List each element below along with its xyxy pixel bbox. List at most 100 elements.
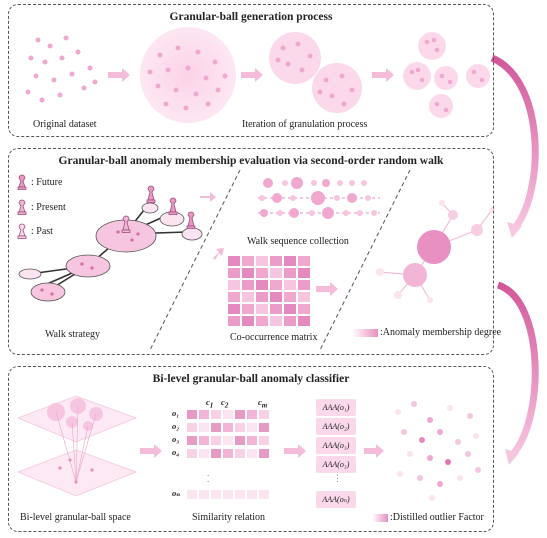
legend-dof: :Distilled outlier Factor	[372, 512, 484, 523]
matrix-cell	[284, 268, 296, 278]
matrix-cell	[270, 256, 282, 266]
divider-1	[149, 169, 241, 351]
chess-piece-icons	[17, 174, 196, 239]
col-header-c1: c1	[206, 397, 214, 410]
dof-points	[395, 401, 481, 501]
legend-membership: :Anomaly membership degree	[352, 327, 501, 338]
similarity-matrix	[187, 410, 269, 499]
dof-point	[455, 439, 461, 445]
dof-point	[429, 495, 435, 501]
similarity-cell	[187, 436, 197, 445]
legend-present: : Present	[31, 202, 66, 213]
matrix-cell	[228, 292, 240, 302]
label-similarity: Similarity relation	[192, 512, 266, 523]
original-dataset-points	[25, 35, 98, 103]
legend-future: : Future	[31, 177, 63, 188]
matrix-cell	[284, 292, 296, 302]
dof-point	[427, 417, 433, 423]
similarity-cell	[223, 436, 233, 445]
walk-sequences	[258, 177, 380, 219]
gradient-chip	[352, 328, 378, 337]
similarity-cell	[211, 410, 221, 419]
dof-point	[395, 409, 401, 415]
similarity-cell	[199, 410, 209, 419]
aaa-box-1: AAA(o₁)	[316, 399, 356, 416]
label-original-dataset: Original dataset	[33, 119, 97, 130]
row-label-o2: o₂	[172, 421, 180, 431]
dof-point	[401, 429, 407, 435]
membership-graph	[376, 200, 495, 303]
bi-level-space	[16, 395, 138, 497]
similarity-cell	[223, 490, 233, 499]
connector-arc-1	[490, 54, 539, 231]
similarity-cell	[247, 490, 257, 499]
dof-point	[465, 451, 471, 457]
arrow-3	[372, 68, 394, 82]
matrix-cell	[242, 280, 254, 290]
arrow-to-similarity	[140, 444, 162, 458]
label-iteration: Iteration of granulation process	[242, 119, 368, 130]
final-granular-balls	[403, 32, 490, 118]
dof-point	[411, 401, 417, 407]
matrix-cell	[298, 304, 310, 314]
aaa-box-n: AAA(oₙ)	[316, 491, 356, 508]
panel-generation: Granular-ball generation process	[8, 4, 494, 137]
similarity-cell	[187, 410, 197, 419]
dof-point	[475, 467, 481, 473]
aaa-box-3: AAA(o₃)	[316, 437, 356, 454]
similarity-cell	[235, 423, 245, 432]
label-dof: :Distilled outlier Factor	[390, 512, 484, 523]
matrix-cell	[298, 256, 310, 266]
single-granular-ball	[140, 27, 236, 123]
matrix-cell	[256, 280, 268, 290]
matrix-cell	[242, 268, 254, 278]
dof-point	[447, 405, 453, 411]
similarity-cell	[187, 490, 197, 499]
label-walk-strategy: Walk strategy	[45, 329, 101, 340]
similarity-cell	[259, 410, 269, 419]
dof-point	[397, 471, 403, 477]
similarity-cell	[247, 410, 257, 419]
panel-title-membership: Granular-ball anomaly membership evaluat…	[58, 155, 444, 167]
similarity-cell	[259, 449, 269, 458]
row-label-on: oₙ	[172, 488, 181, 498]
similarity-cell	[235, 410, 245, 419]
panel-title-generation: Granular-ball generation process	[169, 11, 333, 23]
matrix-cell	[270, 268, 282, 278]
row-label-o4: o₄	[172, 447, 180, 457]
matrix-cell	[270, 316, 282, 326]
label-bi-level-space: Bi-level granular-ball space	[20, 512, 131, 523]
matrix-cell	[298, 316, 310, 326]
similarity-cell	[235, 449, 245, 458]
dof-point	[419, 437, 425, 443]
matrix-cell	[284, 256, 296, 266]
arrow-to-matrix	[213, 248, 224, 260]
matrix-cell	[256, 304, 268, 314]
svg-text:.: .	[207, 468, 209, 478]
aaa-box-2: AAA(o₂)	[316, 418, 356, 435]
col-header-c2: c2	[221, 397, 229, 410]
dof-point	[407, 451, 413, 457]
matrix-cell	[242, 256, 254, 266]
matrix-cell	[256, 268, 268, 278]
matrix-cell	[242, 304, 254, 314]
row-label-o1: o₁	[172, 408, 180, 418]
similarity-cell	[235, 436, 245, 445]
dof-point	[467, 413, 473, 419]
label-cooccurrence: Co-occurrence matrix	[230, 332, 318, 343]
dof-point	[427, 455, 433, 461]
matrix-cell	[298, 292, 310, 302]
similarity-cell	[199, 449, 209, 458]
matrix-cell	[270, 304, 282, 314]
dof-point	[445, 459, 451, 465]
matrix-cell	[228, 316, 240, 326]
col-header-cm: cm	[258, 397, 268, 410]
dof-point	[457, 475, 463, 481]
matrix-cell	[256, 292, 268, 302]
matrix-cell	[256, 316, 268, 326]
matrix-cell	[284, 316, 296, 326]
matrix-cell	[284, 304, 296, 314]
similarity-cell	[247, 436, 257, 445]
gradient-chip	[372, 513, 388, 522]
